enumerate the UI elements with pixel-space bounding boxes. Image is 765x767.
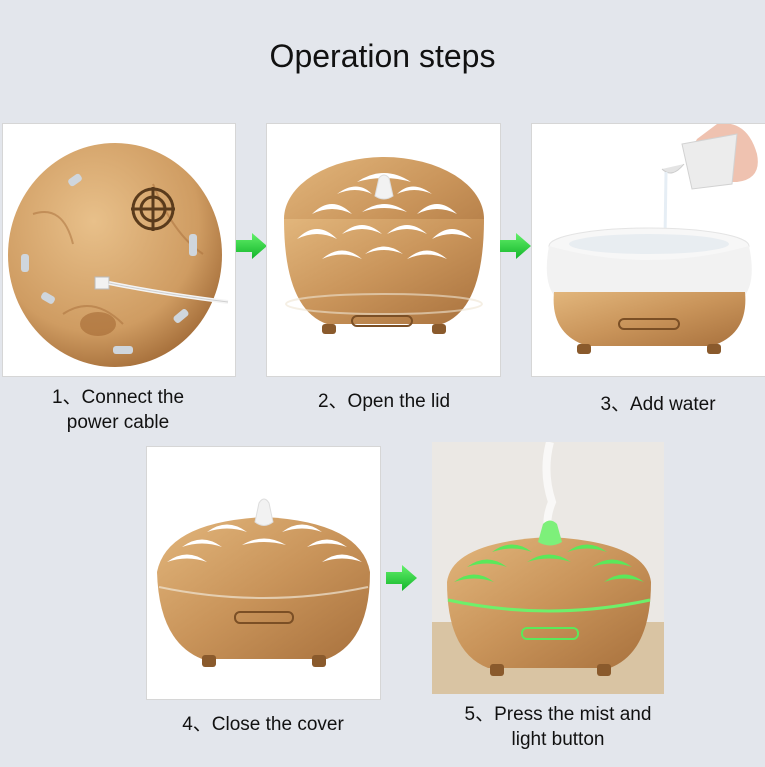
- adding-water-illustration: [546, 124, 758, 354]
- caption-line: power cable: [66, 412, 170, 433]
- caption-line: 2、Open the lid: [317, 391, 451, 412]
- arrow-right-icon: [500, 233, 531, 259]
- caption-line: 3、Add water: [600, 394, 716, 415]
- step-1-image: [2, 123, 236, 377]
- caption-line: 4、Close the cover: [182, 714, 344, 735]
- caption-line: 5、Press the mist and: [464, 704, 652, 725]
- step-4-image: [146, 446, 381, 700]
- step-2-caption: 2、Open the lid: [286, 389, 482, 414]
- arrow-right-icon: [386, 565, 417, 591]
- arrow-right-icon: [236, 233, 267, 259]
- page-title: Operation steps: [269, 38, 496, 74]
- vent-icon: [131, 187, 175, 231]
- diffuser-closed-illustration: [157, 498, 370, 667]
- caption-line: 1、Connect the: [51, 387, 185, 408]
- step-1-caption: 1、Connect the power cable: [20, 385, 216, 435]
- diffuser-mist-light-illustration: [432, 442, 664, 694]
- step-4-caption: 4、Close the cover: [165, 712, 361, 737]
- step-2-image: [266, 123, 501, 377]
- step-3-caption: 3、Add water: [560, 392, 756, 417]
- diffuser-open-illustration: [284, 157, 484, 334]
- diffuser-back-illustration: [8, 143, 229, 367]
- step-5-caption: 5、Press the mist and light button: [440, 702, 676, 752]
- step-3-image: [531, 123, 765, 377]
- caption-line: light button: [511, 729, 605, 750]
- step-5-image: [432, 442, 664, 694]
